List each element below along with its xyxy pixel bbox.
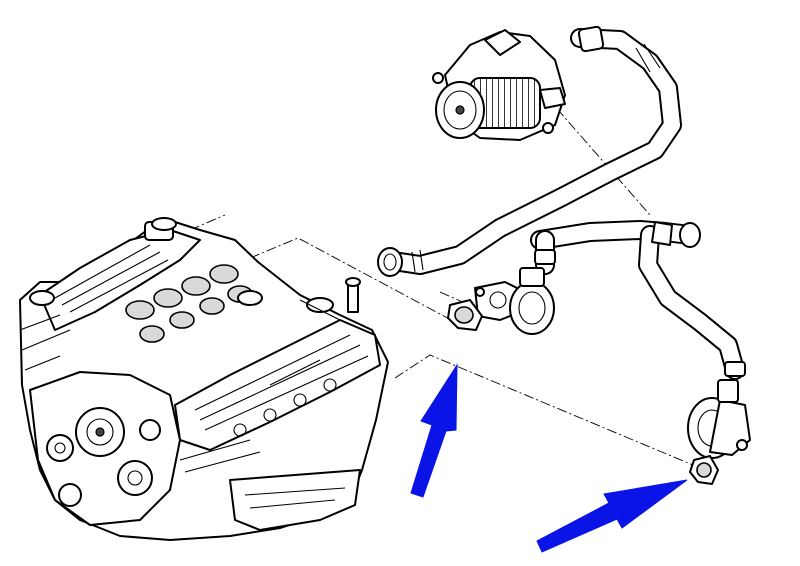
combination-valve-left [474,267,555,335]
air-hose [377,25,746,380]
arrow-right [536,479,688,553]
gasket-right [689,455,719,485]
v8-engine-block [19,217,389,541]
gasket-left [447,299,483,331]
intake-runners [125,264,253,343]
blue-arrows [410,363,688,553]
leader-lines [189,94,701,469]
arrow-left [410,363,458,498]
secondary-air-pump [432,29,566,141]
combination-valve-right [687,379,751,459]
